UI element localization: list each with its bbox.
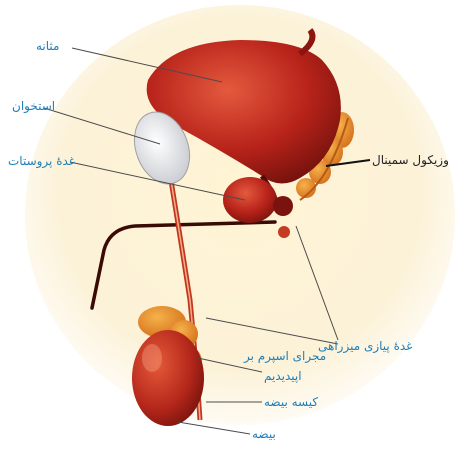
testis-shape bbox=[132, 330, 204, 426]
label-bladder: مثانه bbox=[36, 40, 59, 52]
label-seminal-vesicle: وزیکول سمینال bbox=[372, 154, 449, 166]
label-scrotum: کیسه بیضه bbox=[264, 396, 318, 408]
label-epididymis: اپیدیدیم bbox=[264, 370, 302, 382]
label-vas-deferens: مجرای اسپرم بر bbox=[244, 350, 326, 362]
label-testis: بیضه bbox=[252, 428, 276, 440]
label-prostate: غدهٔ پروستات bbox=[8, 155, 75, 167]
prostate-shape bbox=[223, 177, 277, 223]
label-bulbourethral: غدهٔ پیازی میزراهی bbox=[318, 340, 412, 352]
label-bone: استخوان bbox=[12, 100, 55, 112]
bulbourethral-shape bbox=[278, 226, 290, 238]
